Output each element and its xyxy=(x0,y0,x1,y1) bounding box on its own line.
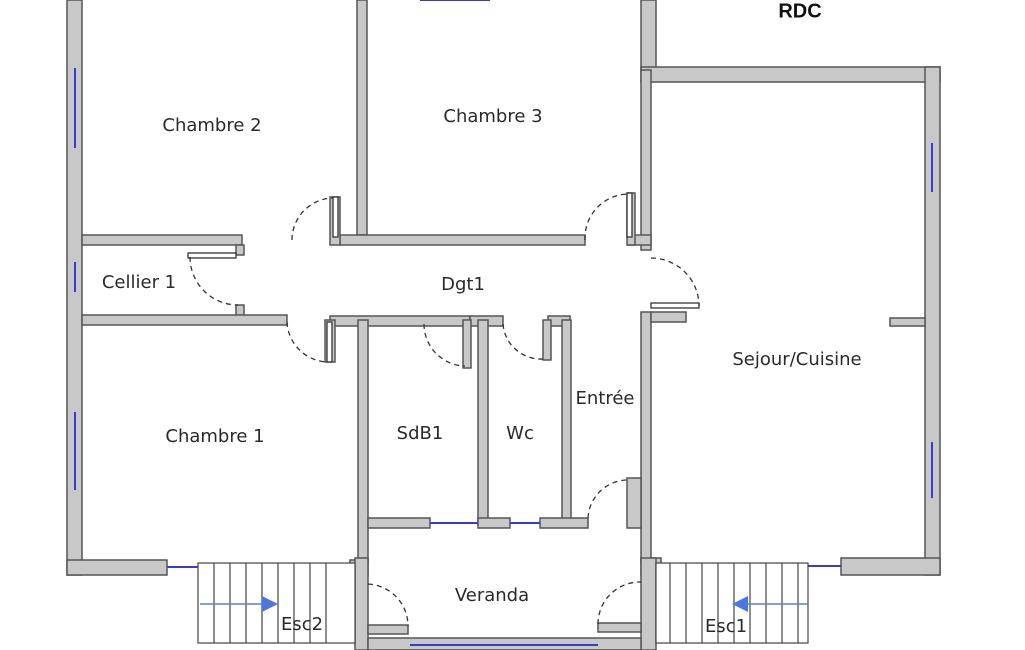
door-swing-veranda-left xyxy=(367,583,409,627)
wall-veranda-left-stub xyxy=(367,624,409,635)
room-label-sdb1: SdB1 xyxy=(397,423,444,444)
outer-wall-bottom-left xyxy=(66,559,168,576)
walls xyxy=(66,0,941,650)
wall-veranda-right xyxy=(640,557,657,650)
stair-esc2-arrow-head xyxy=(262,596,278,612)
door-sejour[interactable] xyxy=(650,302,700,309)
wall-wc-door-jamb xyxy=(542,319,552,361)
door-swing-chambre1 xyxy=(286,321,329,363)
wall-corridor-bottom-mid xyxy=(329,315,471,327)
door-chambre1[interactable] xyxy=(326,321,333,363)
wall-cellier-right-top xyxy=(235,244,245,256)
wall-ch2-ch3 xyxy=(356,0,368,236)
door-swing-cellier xyxy=(189,256,239,306)
outer-wall-top-sejour xyxy=(640,66,941,83)
door-cellier[interactable] xyxy=(187,252,237,259)
room-label-entree: Entrée xyxy=(576,388,635,409)
door-chambre2[interactable] xyxy=(332,196,339,238)
plan-title: RDC xyxy=(778,0,821,22)
stair-esc1-arrow-head xyxy=(732,596,748,612)
wall-corridor-top-left xyxy=(81,234,243,246)
wall-wc-entree xyxy=(561,319,572,526)
wall-corridor-top-mid xyxy=(339,234,586,246)
wall-sejour-left-top xyxy=(640,69,652,251)
room-label-chambre1: Chambre 1 xyxy=(165,426,264,447)
room-label-chambre3: Chambre 3 xyxy=(443,106,542,127)
door-swing-sdb xyxy=(423,323,466,367)
stair-esc2-frame xyxy=(197,562,356,644)
wall-sdb-bottom xyxy=(367,517,431,529)
wall-corridor-bottom-left xyxy=(81,314,288,326)
wall-sdb-wc xyxy=(477,319,489,526)
wall-sejour-left-bottom xyxy=(640,311,652,563)
doors xyxy=(187,192,700,627)
door-swing-chambre2 xyxy=(291,197,334,241)
stairs-esc1 xyxy=(655,562,809,644)
wall-wc-bottom xyxy=(477,517,511,529)
room-label-chambre2: Chambre 2 xyxy=(162,115,261,136)
wall-entree-door-jamb xyxy=(626,477,642,529)
wall-entree-bottom-left xyxy=(539,517,589,529)
room-label-veranda: Veranda xyxy=(455,585,529,606)
wall-ch1-sdb xyxy=(357,319,369,563)
wall-veranda-left xyxy=(354,557,369,650)
wall-sdb-door-jamb xyxy=(462,319,472,369)
room-label-sejour: Sejour/Cuisine xyxy=(732,349,861,370)
labels: RDC Chambre 2 Chambre 3 Cellier 1 Dgt1 S… xyxy=(102,0,862,637)
wall-sejour-stub xyxy=(650,311,687,323)
outer-wall-bottom-right xyxy=(840,557,941,576)
door-swing-entree xyxy=(587,479,628,519)
door-chambre3[interactable] xyxy=(626,192,633,238)
wall-veranda-right-stub xyxy=(597,622,642,633)
room-label-dgt1: Dgt1 xyxy=(441,274,485,295)
door-swing-sejour xyxy=(650,257,700,307)
door-swing-veranda-right xyxy=(597,581,642,625)
stair-label-esc1: Esc1 xyxy=(705,616,747,637)
wall-ch3-right-top xyxy=(640,0,657,71)
door-swing-chambre3 xyxy=(584,193,629,241)
wall-sejour-right-stub xyxy=(889,317,926,327)
stairs-esc2 xyxy=(197,562,356,644)
stair-label-esc2: Esc2 xyxy=(281,614,323,635)
stair-esc1-frame xyxy=(655,562,809,644)
room-label-cellier1: Cellier 1 xyxy=(102,272,176,293)
room-label-wc: Wc xyxy=(506,423,534,444)
door-swing-wc xyxy=(502,323,544,360)
